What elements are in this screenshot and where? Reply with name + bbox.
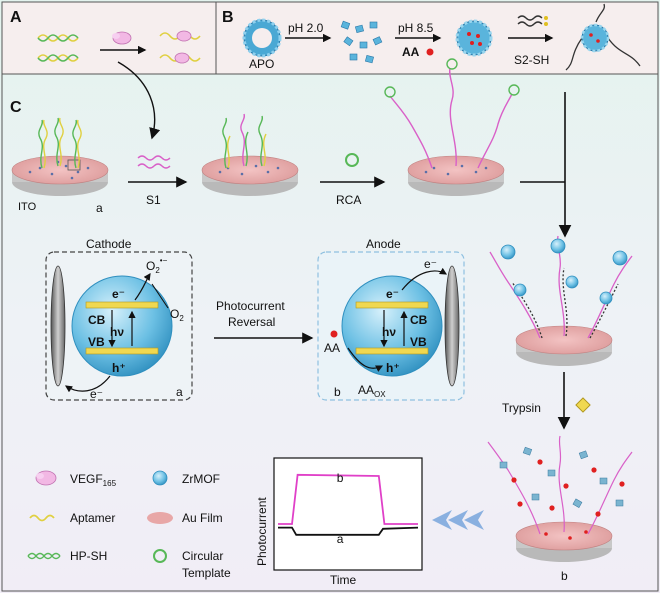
cathode-vb: VB — [88, 335, 105, 349]
o2-label: O2 — [170, 307, 184, 323]
bottom-disc-b-label: b — [561, 569, 568, 583]
electrode-disc-probe — [515, 325, 613, 366]
ph-high-label: pH 8.5 — [398, 21, 434, 35]
legend-hp-sh-icon — [27, 552, 61, 560]
anode-h-plus: h⁺ — [386, 361, 400, 375]
aa-dot-icon — [426, 48, 434, 56]
panel-a-vegf-icon — [112, 31, 132, 45]
panel-b-label: B — [222, 9, 234, 26]
s2sh-label: S2-SH — [514, 53, 549, 67]
reversal-label-line2: Reversal — [228, 315, 275, 329]
electrode-disc-released — [515, 521, 613, 562]
ph-low-label: pH 2.0 — [288, 21, 324, 35]
legend-aptamer-icon — [29, 514, 55, 522]
panel-a-hp-sh-strands — [37, 34, 79, 62]
trypsin-icon — [575, 397, 591, 413]
photocurrent-chart: Photocurrent Time b a — [255, 457, 423, 587]
electrode-disc-1 — [11, 155, 109, 196]
hp-sh-on-disc-1 — [38, 117, 82, 169]
electrode-disc-2 — [201, 155, 299, 196]
ito-label: ITO — [18, 201, 37, 213]
circular-template-icon — [345, 153, 359, 167]
rca-products — [384, 58, 520, 169]
chart-series-label-a: a — [337, 532, 344, 546]
legend-zrmof-label: ZrMOF — [182, 472, 220, 486]
disc-a-label: a — [96, 201, 103, 215]
legend-au-film-label: Au Film — [182, 511, 223, 525]
o2-radical-label: O2•− — [146, 256, 168, 275]
chart-series-label-b: b — [337, 471, 344, 485]
s1-hybridized-strands — [222, 113, 267, 169]
s1-strands-icon — [137, 155, 171, 169]
anode-aa-label: AA — [324, 341, 340, 355]
trypsin-label: Trypsin — [502, 401, 541, 415]
released-fragments-and-aa — [499, 446, 625, 517]
legend-aptamer-label: Aptamer — [70, 511, 115, 525]
anode-hv: hν — [382, 325, 396, 339]
chart-frame — [273, 457, 423, 571]
cathode-e-to-o2-arrow — [134, 273, 151, 301]
reversal-label-line1: Photocurrent — [216, 299, 285, 313]
aa-loaded-mof — [455, 19, 493, 57]
legend-au-film-icon — [147, 512, 173, 524]
anode-box-b-label: b — [334, 385, 341, 399]
electrode-disc-3 — [407, 155, 505, 196]
chart-y-axis-label: Photocurrent — [255, 497, 269, 566]
cathode-h-plus: h⁺ — [112, 361, 126, 375]
cathode-cb: CB — [88, 313, 106, 327]
anode-zrmof-sphere — [341, 275, 443, 377]
legend-circular-label-2: Template — [182, 566, 231, 580]
aa-oxidation-arrow — [347, 347, 384, 372]
panel-a-to-s1-arrow — [117, 61, 161, 140]
chart-series-b — [278, 473, 418, 525]
functionalized-mof-probe — [565, 3, 641, 71]
o2-reaction-line — [151, 283, 169, 309]
legend-vegf-label: VEGF165 — [70, 472, 117, 488]
anode-cb: CB — [410, 313, 428, 327]
cathode-electrode — [50, 265, 66, 387]
cathode-bottom-e: e⁻ — [90, 387, 103, 401]
cathode-e-minus: e⁻ — [112, 287, 125, 301]
legend-circular-template-icon — [153, 549, 167, 563]
apo-nanoparticle — [242, 18, 282, 58]
anode-e-to-electrode-arrow — [401, 267, 448, 291]
cathode-zrmof-sphere — [71, 275, 173, 377]
legend-hp-sh-label: HP-SH — [70, 549, 107, 563]
s2sh-strands-icon — [517, 15, 548, 27]
cathode-hv: hν — [110, 325, 124, 339]
legend: VEGF165 ZrMOF Aptamer Au Film HP-SH Circ… — [27, 470, 231, 580]
panel-a-aptamer-complex — [159, 30, 201, 64]
probe-zrmof-beads — [500, 238, 628, 305]
released-strands — [487, 435, 633, 535]
disassembled-fragments — [340, 20, 383, 64]
legend-circular-label-1: Circular — [182, 549, 223, 563]
anode-electrode — [444, 265, 460, 387]
anode-title: Anode — [366, 237, 401, 251]
legend-zrmof-icon — [152, 470, 168, 486]
anode-e-minus: e⁻ — [386, 287, 399, 301]
legend-vegf-icon — [35, 470, 57, 486]
s1-label: S1 — [146, 193, 161, 207]
cathode-box-a-label: a — [176, 385, 183, 399]
chart-x-axis-label: Time — [330, 573, 357, 587]
panel-a-label: A — [10, 9, 22, 26]
anode-aa-dot — [330, 330, 338, 338]
panel-c-box — [1, 73, 659, 592]
rca-label: RCA — [336, 193, 361, 207]
cathode-h-to-electrode-arrow — [65, 375, 111, 393]
chart-series-a — [278, 526, 419, 536]
aa-ox-label: AAOX — [358, 383, 386, 399]
aa-label-b: AA — [402, 45, 420, 59]
apo-label: APO — [249, 57, 274, 71]
double-chevron-arrow — [432, 510, 484, 530]
anode-top-e: e⁻ — [424, 257, 437, 271]
anode-vb: VB — [410, 335, 427, 349]
panel-c-label: C — [10, 99, 22, 116]
cathode-title: Cathode — [86, 237, 132, 251]
